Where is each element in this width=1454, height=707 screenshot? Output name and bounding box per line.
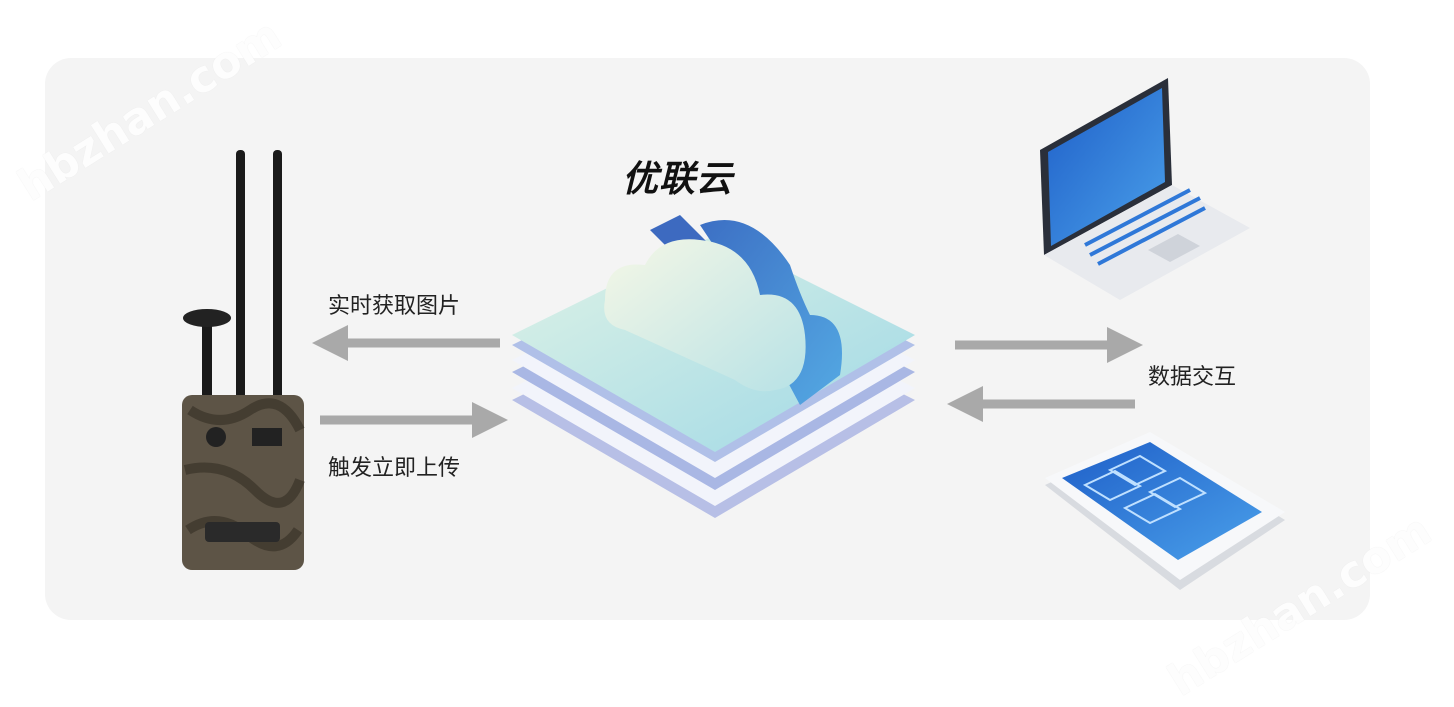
- fetch-label: 实时获取图片: [328, 294, 461, 319]
- trail-camera-device: [182, 150, 305, 570]
- gps-antenna: [202, 320, 212, 400]
- tablet-icon: [1045, 432, 1285, 590]
- exchange-label: 数据交互: [1148, 365, 1237, 390]
- cloud-platform-icon: [512, 215, 915, 518]
- antenna-2: [273, 150, 282, 400]
- upload-label: 触发立即上传: [328, 456, 461, 481]
- cloud-title: 优联云: [622, 159, 734, 200]
- laptop-icon: [1040, 78, 1250, 300]
- antenna-1: [236, 150, 245, 400]
